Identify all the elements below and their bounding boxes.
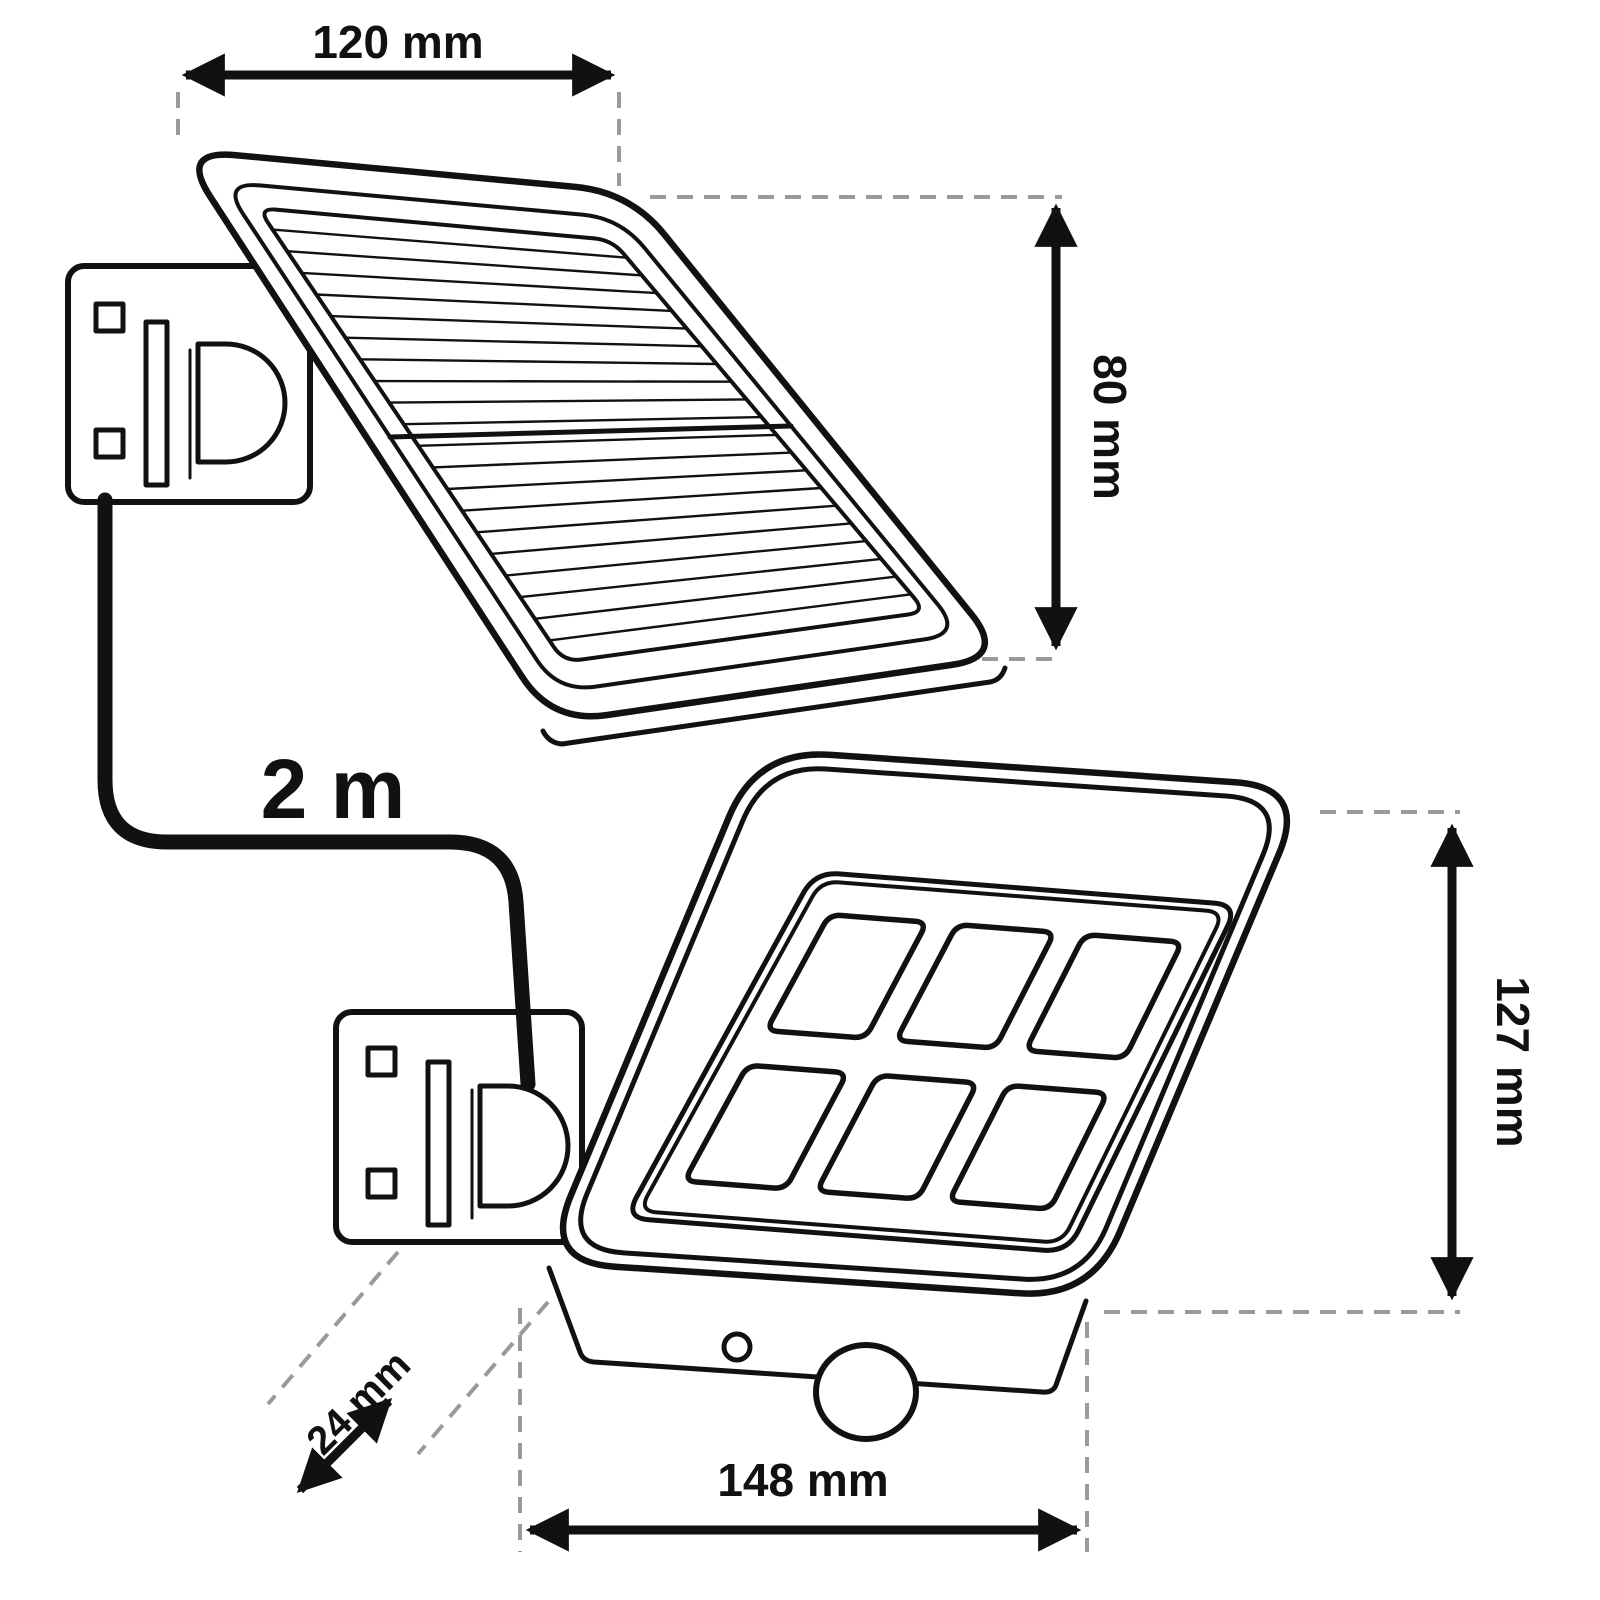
led-panel-inner-frame [642,880,1221,1244]
solar-cell-stripe [505,539,867,577]
guide-light-depth-lower [416,1300,550,1456]
led-windows [685,912,1182,1212]
solar-cell-divider [387,423,794,440]
connection-cable-group: 2 m [97,492,536,1092]
led-window [896,922,1054,1051]
guide-light-depth-upper [266,1250,400,1406]
dim-light-depth-arrow [296,1397,393,1494]
solar-cell-stripe [330,314,687,330]
indicator-dot [721,1331,753,1363]
dim-light-width: 148 mm [525,1454,1082,1552]
floodlight-bracket-slot [425,1059,452,1228]
solar-bracket-hinge [195,341,288,465]
solar-cell-stripe [272,228,628,259]
solar-panel [196,151,1008,747]
solar-cell-area [262,207,921,662]
dim-light-height-label: 127 mm [1487,976,1539,1147]
floodlight-bracket-screw-hole-top [365,1045,398,1078]
cable-length-label: 2 m [261,742,406,836]
solar-cell-stripe [389,398,747,404]
solar-cell-stripe [490,522,852,556]
led-floodlight [546,751,1291,1442]
solar-cell-stripe [403,415,762,426]
led-window [817,1073,977,1201]
solar-cell-stripe [520,557,882,599]
solar-bracket-slot [143,319,170,488]
guide-lines [176,92,1460,1552]
solar-cell-stripe [345,336,702,348]
solar-cell-stripe [374,379,732,383]
solar-cell-stripe [534,575,897,620]
dim-light-width-label: 148 mm [717,1454,888,1506]
solar-bracket-screw-hole-top [93,301,126,334]
solar-cell-stripe [359,358,717,366]
solar-cell-stripe [432,451,792,469]
dim-light-depth: 24 mm [296,1342,419,1494]
pir-motion-sensor [813,1342,919,1442]
dim-solar-height: 80 mm [1034,203,1136,651]
floodlight-rim [578,766,1272,1282]
led-window [685,1063,847,1191]
solar-cell-stripe [447,469,807,491]
solar-cell-stripe [418,433,777,447]
connection-cable [97,492,536,1092]
solar-cell-stripe [316,293,672,313]
floodlight-bracket-hinge [477,1083,571,1209]
led-window [949,1083,1107,1212]
dim-light-depth-label: 24 mm [298,1342,419,1463]
solar-cell-stripe [549,593,912,642]
solar-bracket-screw-hole-bottom [93,427,126,460]
floodlight-bracket-screw-hole-bottom [365,1167,398,1200]
solar-cell-stripe [461,486,822,512]
solar-panel-thickness-edge [540,665,1008,747]
solar-panel-frame [233,183,950,690]
solar-cell-stripes [272,228,912,642]
led-window [1026,932,1182,1061]
dim-solar-width-label: 120 mm [312,16,483,68]
solar-cell-stripe [301,271,657,295]
solar-panel-outline [196,151,989,720]
dim-solar-height-label: 80 mm [1084,354,1136,500]
dim-solar-width: 120 mm [181,16,616,97]
solar-cell-stripe [476,504,837,534]
dim-light-height: 127 mm [1430,823,1539,1301]
led-panel-frame [630,871,1234,1253]
led-window [767,912,926,1041]
solar-cell-stripe [287,250,642,277]
